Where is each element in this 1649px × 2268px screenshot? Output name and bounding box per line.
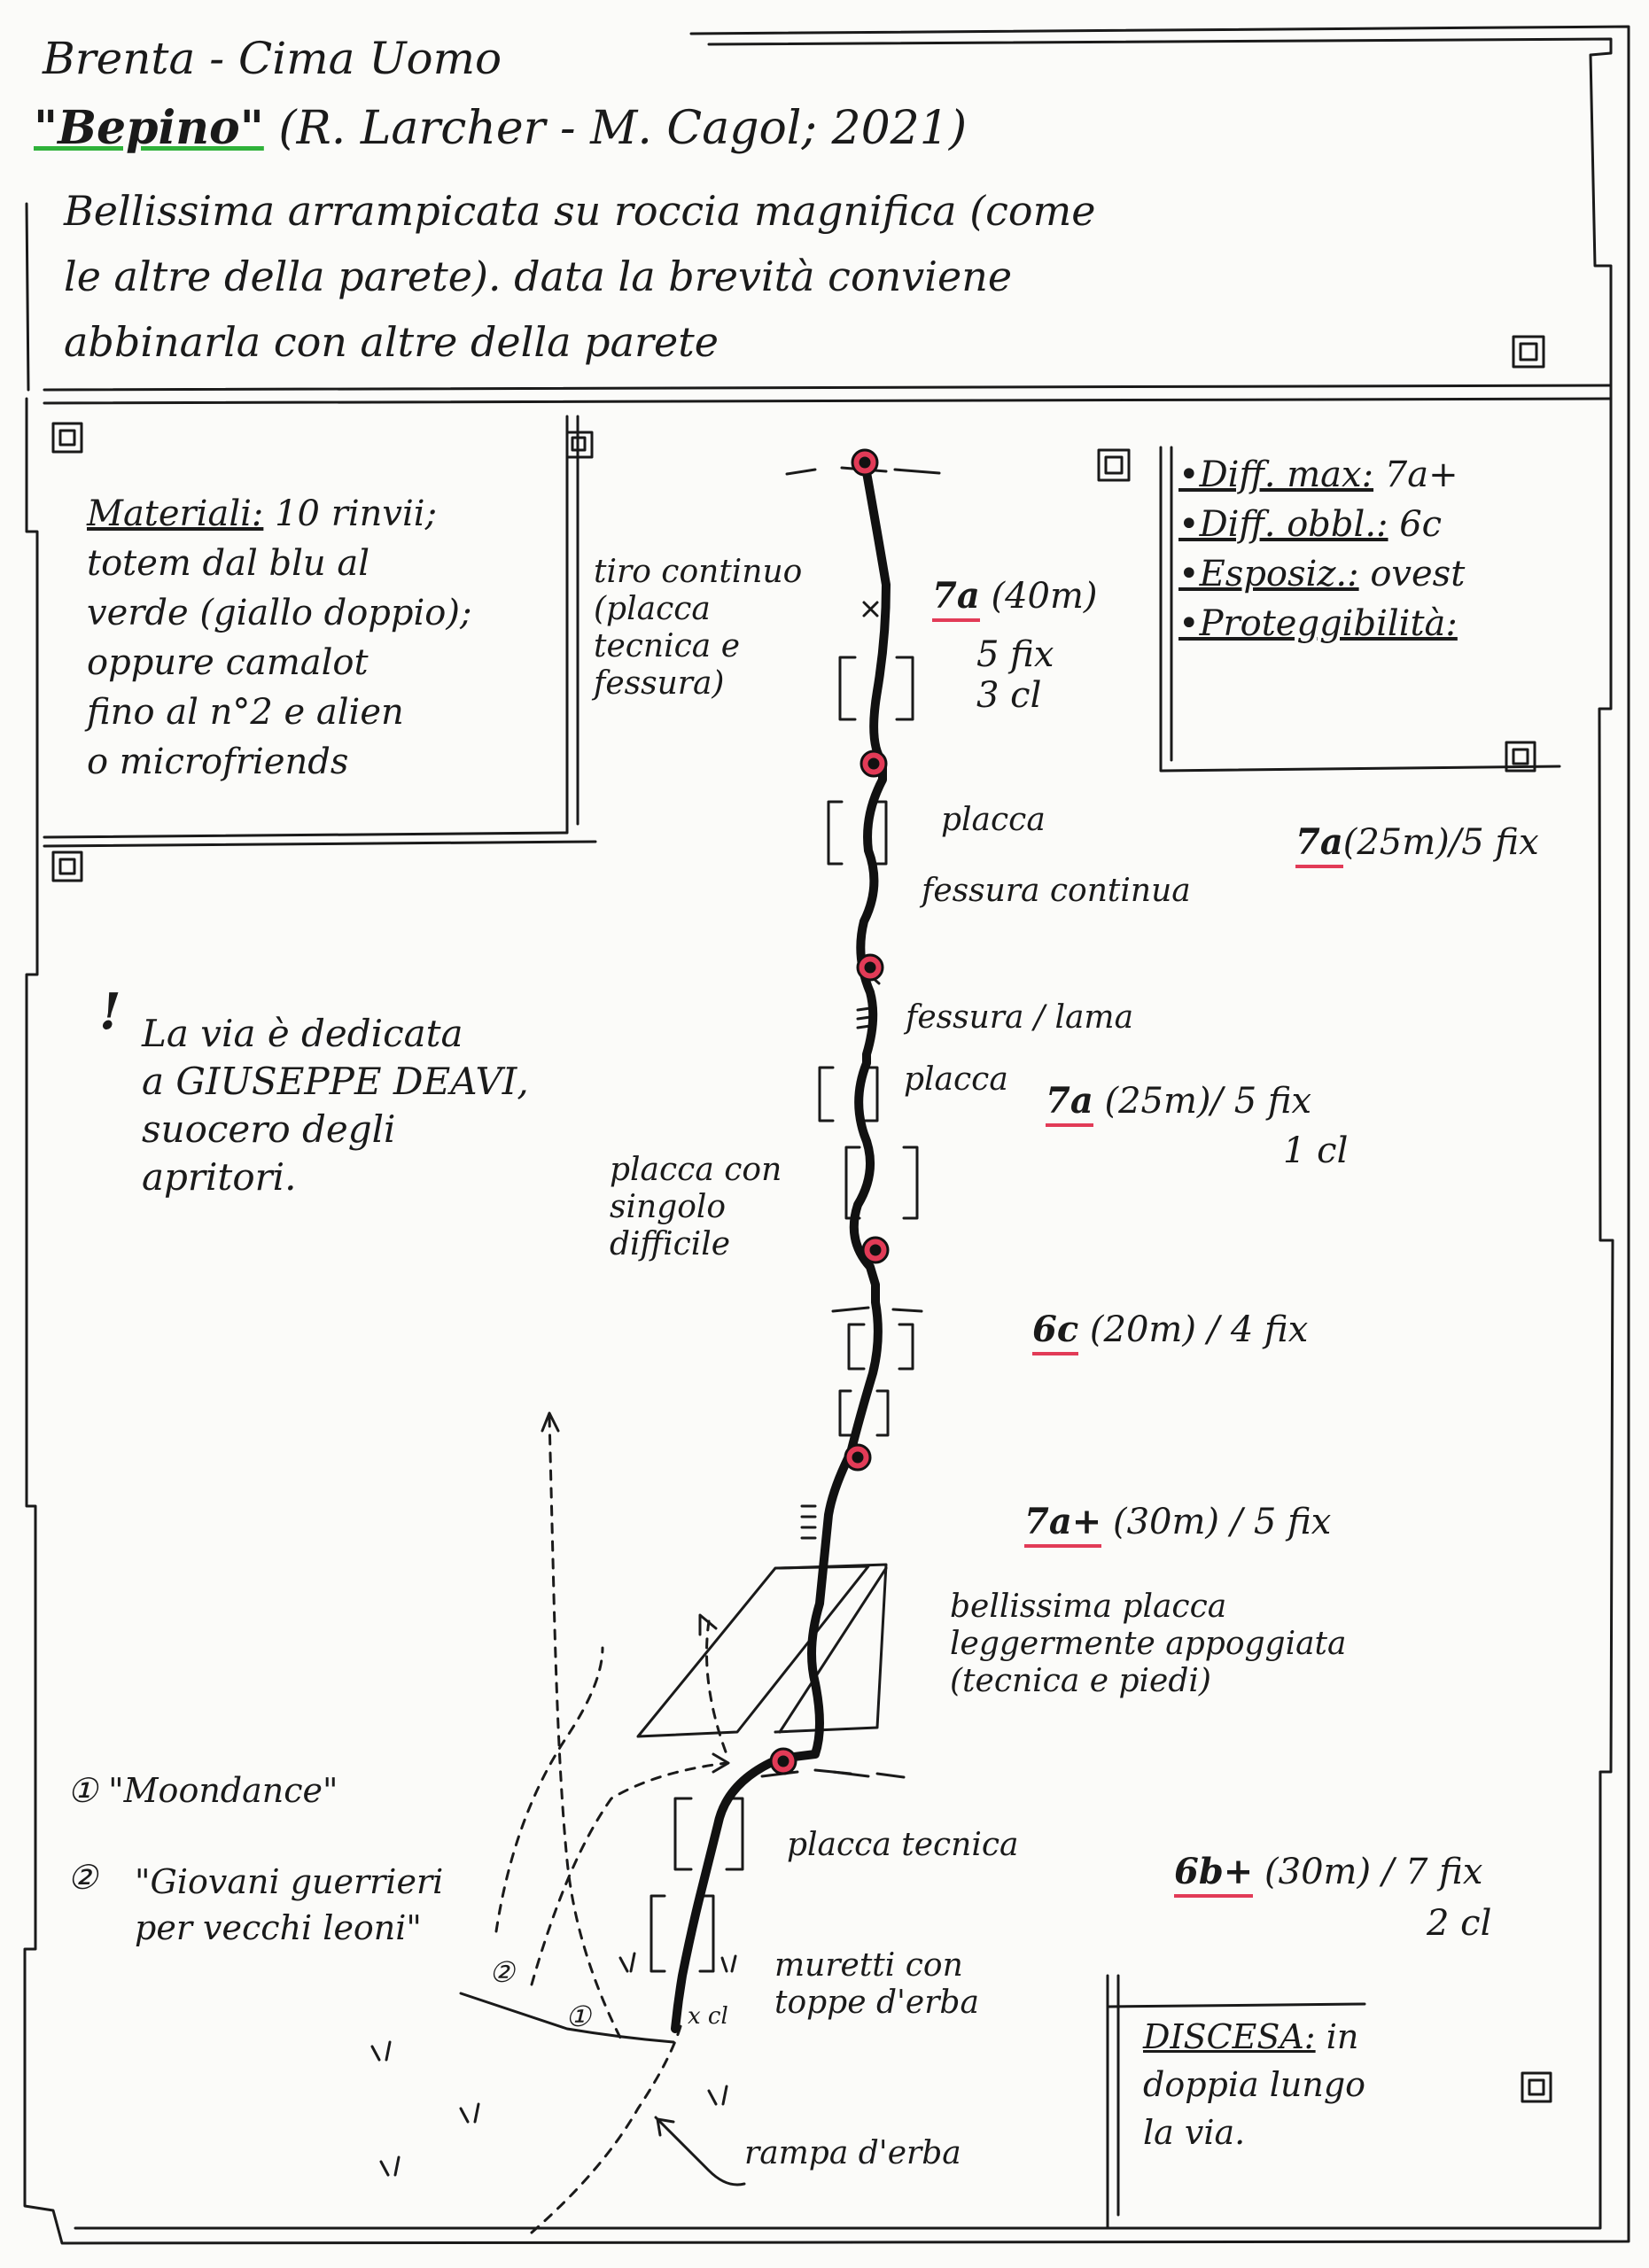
label-fessura-lama: fessura / lama bbox=[906, 999, 1134, 1036]
neighbour-one: ① "Moondance" bbox=[67, 1772, 338, 1809]
info-box: •Diff. max: 7a+ •Diff. obbl.: 6c •Esposi… bbox=[1178, 450, 1465, 649]
descent-text-first: in bbox=[1326, 2017, 1359, 2056]
label-tiro-continuo: tiro continuo (placca tecnica e fessura) bbox=[594, 554, 803, 702]
pitch-6: 6b+ (30m) / 7 fix bbox=[1174, 1851, 1483, 1898]
pitch-3: 7a (25m)/ 5 fix bbox=[1046, 1080, 1312, 1127]
pitch-3-grade: 7a bbox=[1046, 1080, 1093, 1127]
label-placca-tecnica: placca tecnica bbox=[787, 1827, 1019, 1863]
dedication-line-2: a GIUSEPPE DEAVI, bbox=[142, 1060, 529, 1103]
dedication-note: La via è dedicata a GIUSEPPE DEAVI, suoc… bbox=[142, 1010, 529, 1201]
materials-line-5: o microfriends bbox=[87, 742, 349, 782]
pitch-2-detail: (25m)/5 fix bbox=[1342, 822, 1539, 863]
label-bellissima: bellissima placca leggermente appoggiata… bbox=[950, 1588, 1347, 1699]
pitch-5-grade: 7a+ bbox=[1024, 1501, 1102, 1548]
location-title: Brenta - Cima Uomo bbox=[43, 33, 502, 84]
approach-path bbox=[530, 2018, 684, 2234]
descent-label: DISCESA: bbox=[1143, 2017, 1316, 2056]
label-muretti: muretti con toppe d'erba bbox=[774, 1947, 979, 2021]
dedication-mark: ! bbox=[99, 983, 121, 1041]
pitch-5: 7a+ (30m) / 5 fix bbox=[1024, 1501, 1332, 1548]
page-frame-inner bbox=[74, 37, 1614, 2230]
spiral-ornaments bbox=[51, 335, 1552, 2103]
exposure-value: ovest bbox=[1370, 554, 1466, 594]
rampa-arrow bbox=[654, 2116, 746, 2186]
pitch-2-grade: 7a bbox=[1295, 821, 1343, 868]
materials-box: Materiali: 10 rinvii; totem dal blu al v… bbox=[87, 489, 471, 787]
label-placca-singolo: placca con singolo difficile bbox=[610, 1152, 782, 1262]
pitch-3-protection: 1 cl bbox=[1283, 1130, 1349, 1171]
pitch-1-protection: 5 fix 3 cl bbox=[976, 634, 1054, 716]
neighbour-two-number: ② bbox=[67, 1858, 98, 1897]
label-rampa: rampa d'erba bbox=[744, 2135, 961, 2171]
label-placca-1: placca bbox=[941, 802, 1046, 838]
info-box-border bbox=[1159, 446, 1561, 773]
pitch-6-grade: 6b+ bbox=[1174, 1851, 1254, 1898]
route-title: "Bepino" (R. Larcher - M. Cagol; 2021) bbox=[34, 102, 967, 156]
bolt-brackets bbox=[649, 656, 919, 1973]
pitch-4-detail: (20m) / 4 fix bbox=[1089, 1309, 1309, 1350]
pitch-2: 7a(25m)/5 fix bbox=[1295, 821, 1539, 868]
diff-max-label: •Diff. max: bbox=[1178, 454, 1374, 495]
exposure-label: •Esposiz.: bbox=[1178, 554, 1359, 594]
description-line-1: Bellissima arrampicata su roccia magnifi… bbox=[64, 187, 1096, 235]
neighbour-one-path bbox=[494, 1646, 604, 1933]
diff-max-value: 7a+ bbox=[1384, 454, 1458, 495]
pitch-1: 7a (40m) bbox=[932, 575, 1098, 622]
description-line-3: abbinarla con altre della parete bbox=[64, 318, 719, 366]
descent-text: doppia lungo la via. bbox=[1143, 2065, 1366, 2152]
neighbour-two-name: "Giovani guerrieri per vecchi leoni" bbox=[135, 1862, 444, 1947]
diff-obbl-label: •Diff. obbl.: bbox=[1178, 504, 1388, 545]
pitch-1-grade: 7a bbox=[932, 575, 980, 622]
materials-line-4: fino al n°2 e alien bbox=[87, 692, 404, 733]
route-two-marker: ② bbox=[489, 1955, 515, 1989]
dedication-line-4: apritori. bbox=[142, 1155, 297, 1199]
descent-box: DISCESA: in doppia lungo la via. bbox=[1143, 2013, 1365, 2156]
neighbour-one-name: "Moondance" bbox=[108, 1771, 338, 1810]
route-authors: (R. Larcher - M. Cagol; 2021) bbox=[278, 102, 968, 155]
belay-stations bbox=[769, 448, 890, 1775]
route-line bbox=[671, 458, 891, 2033]
materials-line-1: totem dal blu al bbox=[87, 543, 370, 584]
materials-title: Materiali: bbox=[87, 493, 264, 534]
descent-arrow-left bbox=[548, 1416, 622, 2039]
pitch-4: 6c (20m) / 4 fix bbox=[1032, 1309, 1309, 1355]
route-name: "Bepino" bbox=[34, 101, 264, 155]
materials-box-border bbox=[43, 415, 569, 839]
description-line-2: le altre della parete). data la brevità … bbox=[64, 252, 1013, 300]
materials-line-2: verde (giallo doppio); bbox=[87, 593, 472, 633]
label-fessura-continua: fessura continua bbox=[922, 873, 1191, 909]
pitch-6-detail: (30m) / 7 fix bbox=[1264, 1852, 1483, 1892]
diff-obbl-value: 6c bbox=[1399, 504, 1443, 545]
dedication-line-3: suocero degli bbox=[142, 1107, 396, 1151]
route-one-marker: ① bbox=[565, 2000, 591, 2033]
ground-line bbox=[459, 1992, 675, 2044]
materials-line-3: oppure camalot bbox=[87, 642, 369, 683]
pitch-3-detail: (25m)/ 5 fix bbox=[1104, 1081, 1312, 1122]
header-divider bbox=[43, 384, 1613, 392]
protection-label: •Proteggibilità: bbox=[1178, 603, 1458, 644]
label-placca-2: placca bbox=[904, 1061, 1008, 1098]
neighbour-one-number: ① bbox=[67, 1771, 98, 1810]
slab-outline bbox=[636, 1565, 870, 1738]
pitch-5-detail: (30m) / 5 fix bbox=[1112, 1502, 1332, 1542]
pitch-6-protection: 2 cl bbox=[1427, 1903, 1492, 1944]
pitch-4-grade: 6c bbox=[1032, 1309, 1079, 1355]
pitch-1-detail: (40m) bbox=[991, 576, 1098, 617]
start-marker: x cl bbox=[688, 2003, 728, 2030]
materials-line-0: 10 rinvii; bbox=[275, 493, 438, 534]
dedication-line-1: La via è dedicata bbox=[142, 1012, 463, 1055]
page-frame bbox=[23, 25, 1630, 2245]
